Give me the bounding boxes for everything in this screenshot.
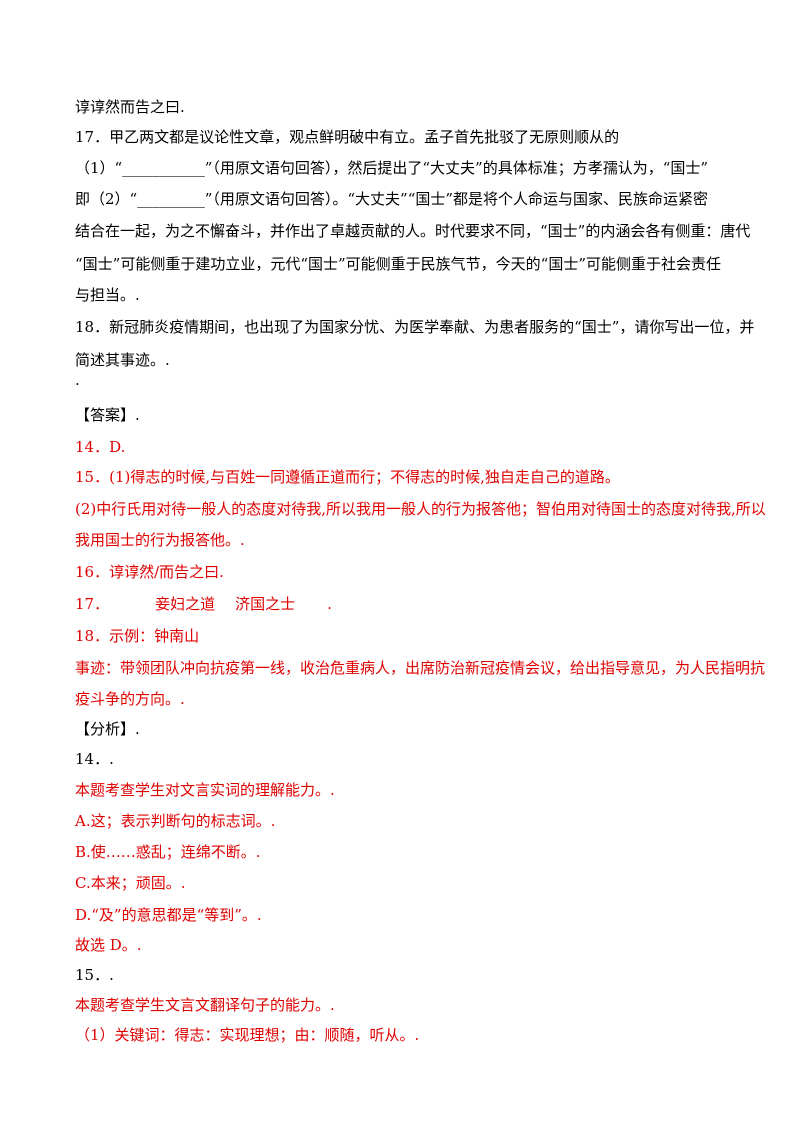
analysis-14-option-a: A.这；表示判断句的标志词。. <box>75 812 276 830</box>
analysis-14-line: 本题考查学生对文言实词的理解能力。. <box>75 781 335 799</box>
question-17-line: 即（2）“_________”（用原文语句回答）。“大丈夫”“国士”都是将个人命… <box>75 190 709 208</box>
question-17-line: 结合在一起，为之不懈奋斗，并作出了卓越贡献的人。时代要求不同，“国士”的内涵会各… <box>75 222 751 240</box>
answer-15-line: 我用国士的行为报答他。. <box>75 531 245 549</box>
analysis-14-option-b: B.使……惑乱；连绵不断。. <box>75 843 261 861</box>
answer-15-line: 15．(1)得志的时候,与百姓一同遵循正道而行；不得志的时候,独自走自己的道路。 <box>75 468 620 486</box>
answer-17: 17． 妾妇之道 济国之士. <box>75 594 332 614</box>
question-line: 谆谆然而告之曰. <box>75 98 185 116</box>
analysis-14-option-d: D.“及”的意思都是“等到”。. <box>75 906 262 924</box>
analysis-15-line: （1）关键词：得志：实现理想；由：顺随，听从。. <box>75 1026 420 1044</box>
analysis-15-head: 15．. <box>75 966 114 984</box>
question-17-intro: 17．甲乙两文都是议论性文章，观点鲜明破中有立。孟子首先批驳了无原则顺从的 <box>75 128 620 146</box>
answer-16: 16．谆谆然/而告之曰. <box>75 563 224 581</box>
analysis-14-option-c: C.本来；顽固。. <box>75 874 186 892</box>
analysis-14-selection: 故选 D。. <box>75 936 142 954</box>
question-18-line: 18．新冠肺炎疫情期间，也出现了为国家分忧、为医学奉献、为患者服务的“国士”，请… <box>75 318 755 336</box>
answer-17-part1: 妾妇之道 <box>155 595 216 613</box>
question-18-line: 简述其事迹。. <box>75 351 170 369</box>
stray-dot: . <box>75 371 80 389</box>
answer-18-line: 18．示例：钟南山 <box>75 627 200 645</box>
analysis-14-head: 14．. <box>75 750 114 768</box>
question-17-line: 与担当。. <box>75 286 140 304</box>
answer-header: 【答案】. <box>75 406 140 424</box>
analysis-15-line: 本题考查学生文言文翻译句子的能力。. <box>75 996 335 1014</box>
answer-14: 14．D. <box>75 438 126 456</box>
answer-18-line: 事迹：带领团队冲向抗疫第一线，收治危重病人，出席防治新冠疫情会议，给出指导意见，… <box>75 659 766 677</box>
answer-17-part2: 济国之士 <box>235 595 296 613</box>
analysis-header: 【分析】. <box>75 720 140 738</box>
answer-17-end: . <box>327 595 332 613</box>
question-17-line: “国士”可能侧重于建功立业，元代“国士”可能侧重于民族气节，今天的“国士”可能侧… <box>75 255 722 273</box>
question-17-line: （1）“___________”（用原文语句回答），然后提出了“大丈夫”的具体标… <box>75 159 709 177</box>
answer-18-line: 疫斗争的方向。. <box>75 690 185 708</box>
answer-17-number: 17． <box>75 595 110 613</box>
answer-15-line: (2)中行氏用对待一般人的态度对待我,所以我用一般人的行为报答他；智伯用对待国士… <box>75 500 766 518</box>
